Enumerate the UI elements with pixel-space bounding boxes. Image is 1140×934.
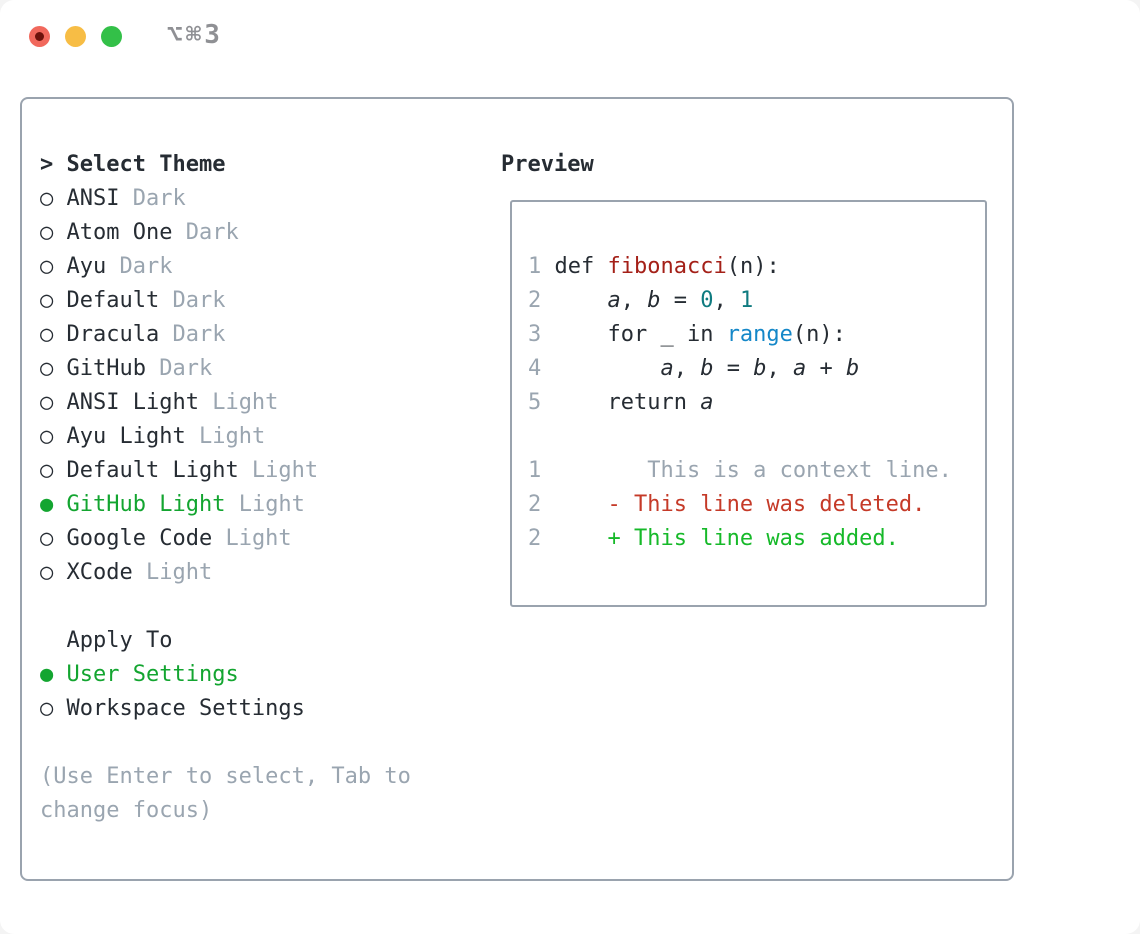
theme-option[interactable]: ○ Google Code Light: [40, 522, 318, 556]
apply-to-header: Apply To: [40, 624, 318, 658]
line-number: 2: [528, 492, 555, 517]
line-number: 1: [528, 458, 555, 483]
preview-code-line: [528, 420, 985, 454]
theme-option-name: ANSI: [66, 186, 120, 211]
theme-option[interactable]: ○ Default Light Light: [40, 454, 318, 488]
theme-option[interactable]: ○ ANSI Dark: [40, 182, 318, 216]
preview-code-line: 4 a, b = b, a + b: [528, 356, 860, 381]
theme-option-name: GitHub Light: [66, 492, 226, 517]
line-number: 5: [528, 390, 555, 415]
radio-icon: ○: [40, 288, 67, 313]
radio-icon: ○: [40, 356, 67, 381]
apply-to-option-label: User Settings: [66, 662, 239, 687]
radio-selected-icon: ●: [40, 662, 67, 687]
theme-option-variant: Light: [225, 492, 305, 517]
theme-option-name: Ayu: [66, 254, 107, 279]
zoom-button[interactable]: [101, 26, 122, 47]
radio-icon: ○: [40, 322, 67, 347]
theme-option-name: GitHub: [66, 356, 146, 381]
theme-option[interactable]: ○ Default Dark: [40, 284, 318, 318]
minimize-button[interactable]: [65, 26, 86, 47]
preview-code-line: 1 def fibonacci(n):: [528, 254, 780, 279]
theme-option-variant: Dark: [172, 220, 239, 245]
close-button[interactable]: [29, 26, 50, 47]
line-number: 1: [528, 254, 555, 279]
theme-list-header: > Select Theme: [40, 148, 318, 182]
theme-option-name: Dracula: [66, 322, 160, 347]
theme-option-variant: Light: [212, 526, 292, 551]
apply-to-option-label: Workspace Settings: [66, 696, 305, 721]
theme-option-variant: Dark: [106, 254, 173, 279]
preview-code-line: 2 a, b = 0, 1: [528, 288, 754, 313]
theme-option-name: Ayu Light: [66, 424, 186, 449]
theme-option[interactable]: ○ GitHub Dark: [40, 352, 318, 386]
preview-code-line: 2 + This line was added.: [528, 526, 899, 551]
apply-to-option[interactable]: ○ Workspace Settings: [40, 692, 318, 726]
radio-icon: ○: [40, 458, 67, 483]
preview-code-line: 2 - This line was deleted.: [528, 492, 926, 517]
preview-code-line: 1 This is a context line.: [528, 458, 952, 483]
apply-to-label: Apply To: [40, 628, 173, 653]
theme-option-name: ANSI Light: [66, 390, 199, 415]
theme-option-variant: Dark: [159, 288, 226, 313]
line-number: 3: [528, 322, 555, 347]
theme-option-name: Atom One: [66, 220, 173, 245]
window-controls: [29, 26, 122, 47]
theme-option[interactable]: ● GitHub Light Light: [40, 488, 318, 522]
preview-title: Preview: [501, 152, 594, 177]
theme-option-variant: Light: [238, 458, 319, 483]
theme-option-variant: Light: [132, 560, 213, 585]
window-title-shortcut: ⌥⌘3: [167, 20, 223, 50]
radio-icon: ○: [40, 220, 67, 245]
apply-to-option[interactable]: ● User Settings: [40, 658, 318, 692]
radio-icon: ○: [40, 254, 67, 279]
radio-icon: ○: [40, 526, 67, 551]
theme-option-name: XCode: [66, 560, 133, 585]
theme-option[interactable]: ○ Ayu Dark: [40, 250, 318, 284]
spacer: [40, 590, 318, 624]
radio-icon: ○: [40, 560, 67, 585]
radio-icon: ○: [40, 424, 67, 449]
theme-list: > Select Theme○ ANSI Dark○ Atom One Dark…: [40, 148, 318, 726]
theme-option-variant: Light: [198, 390, 279, 415]
radio-icon: ○: [40, 696, 67, 721]
theme-option[interactable]: ○ Dracula Dark: [40, 318, 318, 352]
preview-box: 1 def fibonacci(n): 2 a, b = 0, 1 3 for _ …: [510, 200, 987, 607]
line-number: 2: [528, 526, 555, 551]
theme-option[interactable]: ○ XCode Light: [40, 556, 318, 590]
line-number: 4: [528, 356, 555, 381]
keyboard-hint: (Use Enter to select, Tab to change focu…: [40, 764, 411, 823]
radio-selected-icon: ●: [40, 492, 67, 517]
theme-option-variant: Dark: [145, 356, 213, 381]
line-number: 2: [528, 288, 555, 313]
radio-icon: ○: [40, 186, 67, 211]
preview-code-line: 3 for _ in range(n):: [528, 322, 846, 347]
theme-option-name: Default Light: [66, 458, 239, 483]
radio-icon: ○: [40, 390, 67, 415]
theme-option[interactable]: ○ Ayu Light Light: [40, 420, 318, 454]
theme-option-variant: Light: [185, 424, 266, 449]
selection-cursor-icon: >: [40, 152, 67, 177]
preview-code-line: 5 return a: [528, 390, 714, 415]
theme-option[interactable]: ○ Atom One Dark: [40, 216, 318, 250]
theme-option-variant: Dark: [159, 322, 226, 347]
theme-option-name: Google Code: [66, 526, 213, 551]
theme-option[interactable]: ○ ANSI Light Light: [40, 386, 318, 420]
theme-list-header-label: Select Theme: [66, 152, 226, 177]
theme-option-name: Default: [66, 288, 160, 313]
theme-option-variant: Dark: [119, 186, 186, 211]
